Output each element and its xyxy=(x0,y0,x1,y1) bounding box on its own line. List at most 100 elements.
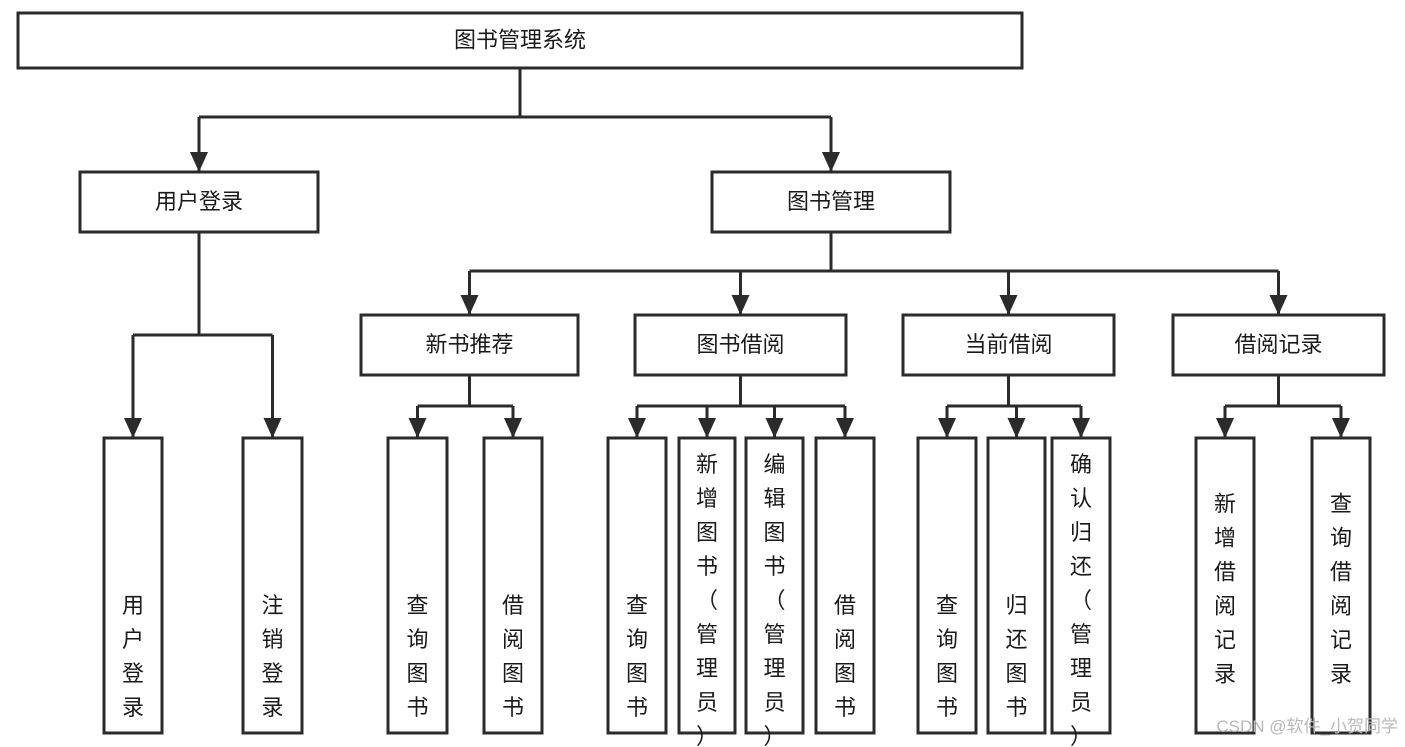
svg-text:书: 书 xyxy=(936,695,958,720)
svg-text:管: 管 xyxy=(763,622,785,647)
svg-text:管: 管 xyxy=(696,622,718,647)
svg-text:（: （ xyxy=(696,588,718,613)
arrow-head-icon xyxy=(822,152,840,172)
svg-text:阅: 阅 xyxy=(1214,594,1236,619)
arrow-head-icon xyxy=(836,418,854,438)
arrow-head-icon xyxy=(938,418,956,438)
edge-group-user-login xyxy=(124,232,282,438)
node-box-leaf-user-login[interactable] xyxy=(102,436,164,735)
svg-text:询: 询 xyxy=(936,627,958,652)
node-box-leaf-query-book-1[interactable] xyxy=(386,436,449,735)
node-user-login[interactable]: 用户登录 xyxy=(78,170,320,234)
connector-layer xyxy=(124,68,1350,438)
node-label-borrow-record: 借阅记录 xyxy=(1234,332,1322,357)
svg-text:（: （ xyxy=(1070,588,1092,613)
svg-text:）: ） xyxy=(763,724,785,747)
arrow-head-icon xyxy=(504,418,522,438)
node-box-leaf-borrow-book-2[interactable] xyxy=(814,436,876,735)
node-label-new-book-rec: 新书推荐 xyxy=(425,332,513,357)
node-box-book-manage[interactable] xyxy=(710,170,952,234)
edge-group-root xyxy=(190,68,840,172)
svg-text:理: 理 xyxy=(1070,656,1092,681)
node-box-leaf-add-record[interactable] xyxy=(1194,436,1256,735)
arrow-head-icon xyxy=(124,418,142,438)
svg-text:记: 记 xyxy=(1214,628,1236,653)
svg-text:新: 新 xyxy=(696,452,718,477)
svg-text:借: 借 xyxy=(1214,560,1236,585)
node-book-manage[interactable]: 图书管理 xyxy=(710,170,952,234)
node-box-leaf-add-book[interactable] xyxy=(677,436,737,735)
node-box-leaf-return-book[interactable] xyxy=(986,436,1047,735)
node-root[interactable]: 图书管理系统 xyxy=(16,11,1024,70)
node-box-leaf-edit-book[interactable] xyxy=(744,436,805,735)
node-box-leaf-query-book-3[interactable] xyxy=(916,436,978,735)
node-box-leaf-confirm-return[interactable] xyxy=(1050,436,1112,735)
node-box-leaf-query-book-2[interactable] xyxy=(606,436,668,735)
node-box-leaf-logout[interactable] xyxy=(241,436,304,735)
svg-text:书: 书 xyxy=(1005,695,1027,720)
svg-text:增: 增 xyxy=(1214,526,1236,551)
arrow-head-icon xyxy=(765,418,784,438)
svg-text:理: 理 xyxy=(696,656,718,681)
edge-group-book-borrow xyxy=(628,375,854,438)
svg-text:书: 书 xyxy=(626,695,648,720)
svg-text:图: 图 xyxy=(763,520,785,545)
svg-text:录: 录 xyxy=(1330,662,1352,687)
node-box-borrow-record[interactable] xyxy=(1171,313,1386,377)
svg-text:书: 书 xyxy=(406,695,428,720)
svg-text:借: 借 xyxy=(1330,560,1352,585)
node-box-leaf-query-record[interactable] xyxy=(1310,436,1372,735)
svg-text:阅: 阅 xyxy=(502,627,524,652)
node-book-borrow[interactable]: 图书借阅 xyxy=(633,313,848,377)
arrow-head-icon xyxy=(999,295,1018,315)
svg-text:增: 增 xyxy=(696,486,718,511)
svg-text:理: 理 xyxy=(763,656,785,681)
node-leaf-user-login[interactable]: 用户登录 xyxy=(102,436,164,735)
svg-text:归: 归 xyxy=(1070,520,1092,545)
node-box-book-borrow[interactable] xyxy=(633,313,848,377)
svg-text:书: 书 xyxy=(696,554,718,579)
csdn-watermark: CSDN @软件_小贺同学 xyxy=(1216,717,1398,736)
svg-text:询: 询 xyxy=(626,627,648,652)
svg-text:认: 认 xyxy=(1070,486,1092,511)
arrow-head-icon xyxy=(628,418,646,438)
svg-text:图: 图 xyxy=(502,661,524,686)
node-label-root: 图书管理系统 xyxy=(454,27,586,52)
node-box-current-borrow[interactable] xyxy=(901,313,1116,377)
node-current-borrow[interactable]: 当前借阅 xyxy=(901,313,1116,377)
node-box-user-login[interactable] xyxy=(78,170,320,234)
arrow-head-icon xyxy=(731,295,750,315)
node-label-leaf-user-login: 用户登录 xyxy=(122,593,144,720)
svg-text:销: 销 xyxy=(261,627,283,652)
svg-text:新: 新 xyxy=(1214,492,1236,517)
svg-text:图: 图 xyxy=(626,661,648,686)
node-box-new-book-rec[interactable] xyxy=(359,313,580,377)
node-borrow-record[interactable]: 借阅记录 xyxy=(1171,313,1386,377)
svg-text:查: 查 xyxy=(1330,492,1352,517)
node-box-leaf-borrow-book-1[interactable] xyxy=(482,436,544,735)
node-new-book-rec[interactable]: 新书推荐 xyxy=(359,313,580,377)
svg-text:书: 书 xyxy=(502,695,524,720)
node-box-root[interactable] xyxy=(16,11,1024,70)
edge-group-current-borrow xyxy=(938,375,1090,438)
svg-text:图: 图 xyxy=(406,661,428,686)
svg-text:阅: 阅 xyxy=(834,627,856,652)
